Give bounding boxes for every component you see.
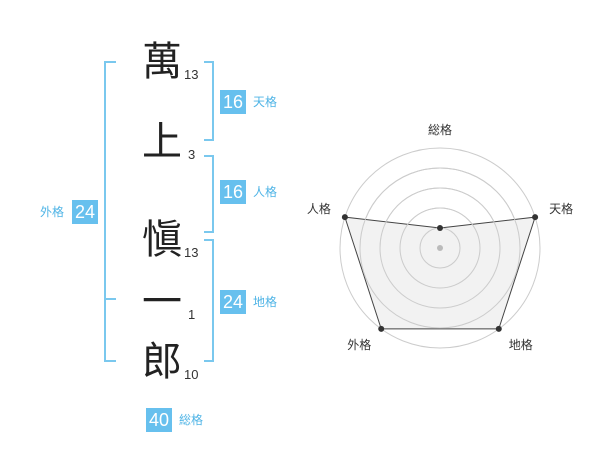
radar-point-2 — [532, 214, 539, 221]
chikaku-bracket — [204, 239, 214, 362]
stroke-count-5: 10 — [184, 367, 199, 382]
radar-axis-label: 天格 — [549, 201, 573, 216]
radar-axis-label: 地格 — [509, 337, 533, 352]
name-char-2: 上 — [142, 119, 182, 165]
stroke-count-1: 13 — [184, 67, 199, 82]
soukaku-label: 総格 — [179, 413, 204, 427]
jinkaku-label: 人格 — [253, 185, 278, 199]
radar-point-4 — [378, 325, 385, 332]
stroke-count-4: 1 — [188, 307, 196, 322]
stroke-count-2: 3 — [188, 147, 196, 162]
radar-area — [344, 216, 536, 330]
gaikaku-bracket — [104, 61, 116, 362]
radar-ring — [379, 187, 501, 309]
radar-axis-label: 人格 — [307, 201, 331, 216]
name-char-3: 愼 — [142, 217, 182, 263]
radar-ring — [399, 207, 481, 289]
jinkaku-bracket — [204, 155, 214, 233]
stroke-count-3: 13 — [184, 245, 199, 260]
radar-axis-label: 総格 — [428, 122, 452, 137]
radar-ring — [359, 167, 521, 329]
gaikaku-value-badge: 24 — [72, 200, 98, 224]
radar-point-1 — [437, 225, 443, 231]
name-char-5: 郎 — [142, 339, 182, 385]
radar-point-3 — [495, 325, 502, 332]
name-char-1: 萬 — [142, 39, 182, 85]
tenkaku-value-badge: 16 — [220, 90, 246, 114]
radar-center-dot — [437, 245, 443, 251]
name-char-4: 一 — [142, 279, 182, 325]
jinkaku-value-badge: 16 — [220, 180, 246, 204]
bracket-divider — [104, 298, 116, 300]
radar-axis-label: 外格 — [347, 337, 371, 352]
chikaku-label: 地格 — [253, 295, 278, 309]
tenkaku-label: 天格 — [253, 95, 278, 109]
chikaku-value-badge: 24 — [220, 290, 246, 314]
gaikaku-label: 外格 — [40, 205, 65, 219]
radar-point-5 — [341, 214, 348, 221]
tenkaku-bracket — [204, 61, 214, 141]
soukaku-value-badge: 40 — [146, 408, 172, 432]
